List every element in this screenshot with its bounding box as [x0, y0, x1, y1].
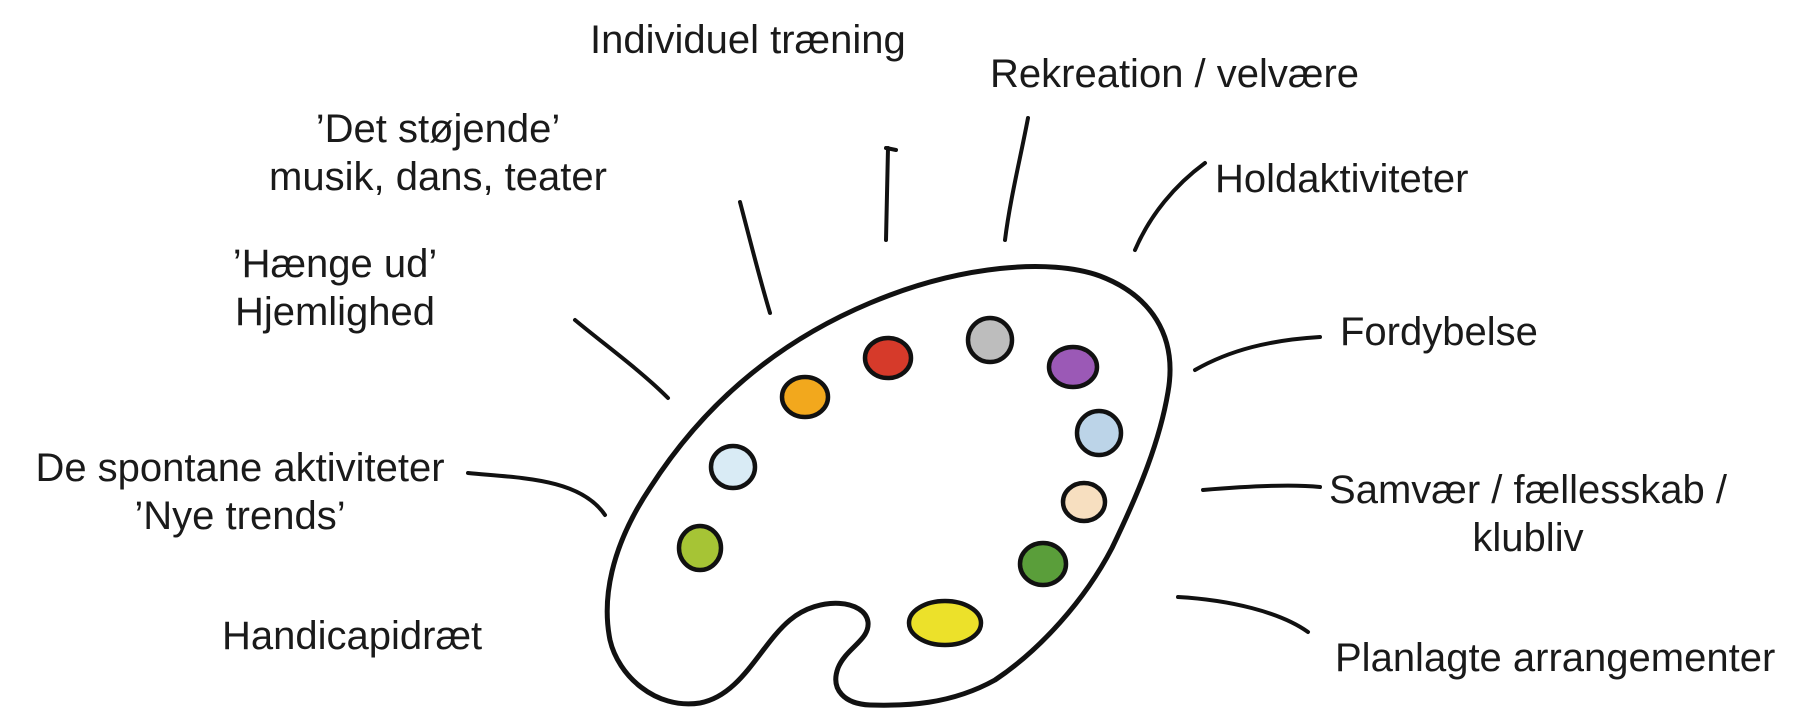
palette-outline: [604, 264, 1173, 708]
label-planlagte-arrangementer: Planlagte arrangementer: [1335, 636, 1776, 680]
stroke-planlagte: [1176, 595, 1310, 634]
label-holdaktiviteter: Holdaktiviteter: [1215, 157, 1469, 201]
stroke-haenge: [573, 318, 670, 400]
stroke-individuel: [884, 146, 890, 242]
label-haenge-ud: ’Hænge ud’ Hjemlighed: [232, 242, 438, 334]
paint-dab-light-blue-left: [708, 443, 758, 491]
paint-dab-light-blue-right: [1074, 408, 1124, 458]
label-individuel-traening: Individuel træning: [590, 18, 906, 62]
label-fordybelse: Fordybelse: [1340, 310, 1538, 354]
paint-dab-grey: [965, 315, 1015, 365]
paint-dab-orange: [779, 374, 831, 420]
stroke-individuel-hook: [884, 146, 898, 152]
stroke-stojende: [738, 200, 772, 315]
stroke-spontane: [466, 471, 607, 517]
paint-dabs: [676, 315, 1124, 648]
paint-dab-purple: [1046, 344, 1100, 390]
stroke-samvaer: [1201, 483, 1322, 492]
label-spontane-aktiviteter: De spontane aktiviteter ’Nye trends’: [35, 446, 445, 538]
paint-dab-red: [862, 335, 914, 381]
stroke-fordybelse: [1193, 335, 1322, 372]
paint-dab-yellow: [906, 598, 984, 648]
stroke-holdaktiviteter: [1133, 161, 1207, 252]
paint-dab-green: [1017, 540, 1069, 588]
stroke-rekreation: [1003, 116, 1030, 242]
label-handicapidraet: Handicapidræt: [222, 614, 483, 658]
label-det-stojende: ’Det støjende’ musik, dans, teater: [269, 107, 607, 199]
paint-dab-lime-green: [676, 523, 724, 573]
label-rekreation: Rekreation / velvære: [990, 52, 1360, 96]
label-samvaer: Samvær / fællesskab / klubliv: [1329, 468, 1727, 560]
paint-dab-peach: [1060, 480, 1108, 524]
